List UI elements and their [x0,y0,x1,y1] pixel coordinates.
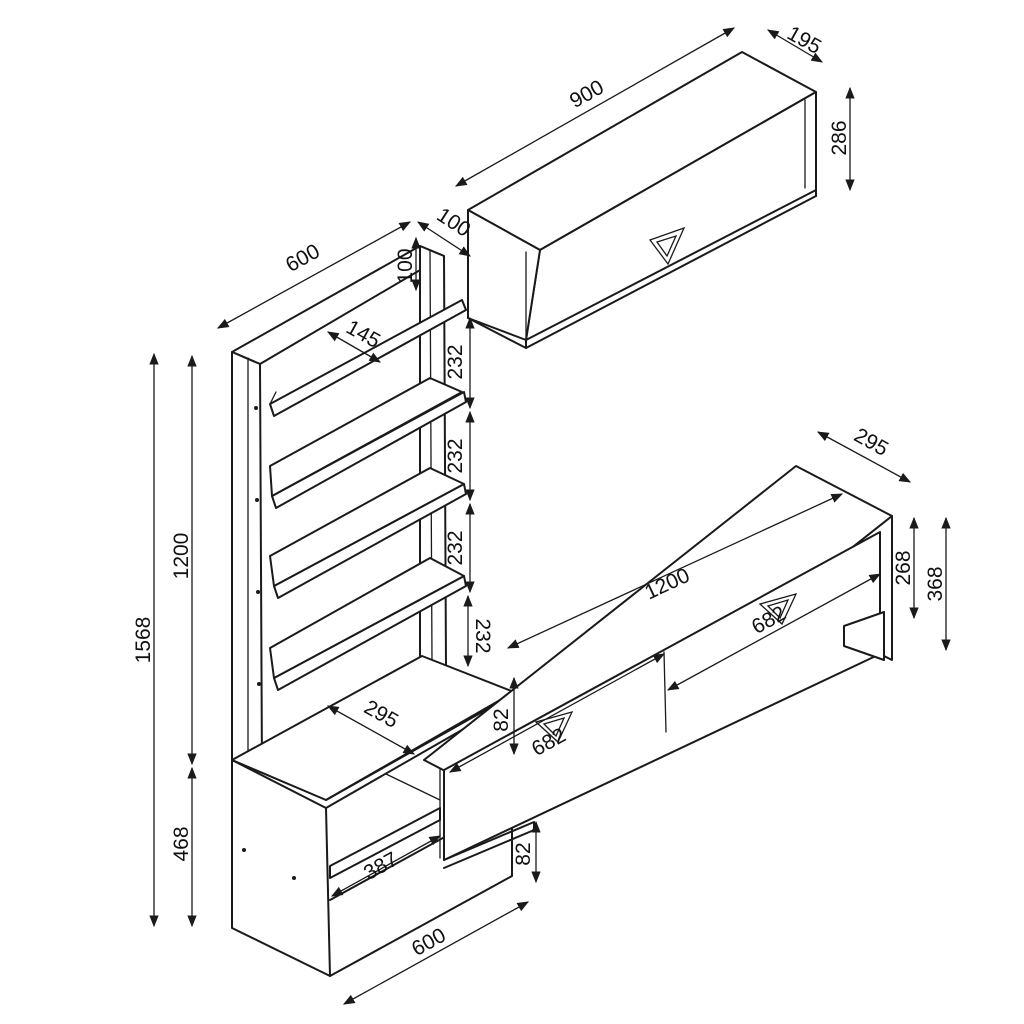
dim-shelf-unit-height: 1200 [170,533,193,580]
dim-shelf-spacing-4: 232 [471,618,494,653]
dim-tv-unit-leg-height-lower: 82 [512,842,535,865]
dimension-labels: 900 195 286 100 600 100 145 232 232 232 … [132,22,947,961]
dim-total-height: 1568 [132,617,155,664]
dim-top-cabinet-depth: 195 [783,22,825,59]
dim-tv-unit-leg-height: 82 [490,708,513,731]
dim-shelf-spacing-1: 232 [444,344,467,379]
dim-top-cabinet-width: 900 [566,76,608,113]
dim-shelf-spacing-2: 232 [444,438,467,473]
shelf-unit [231,245,467,773]
dim-shelf-unit-depth: 600 [282,240,324,277]
tv-unit [423,465,893,869]
dim-shelf-spacing-3: 232 [444,530,467,565]
dim-shelf-top-offset: 100 [394,248,417,283]
dim-top-cabinet-height: 286 [828,120,851,155]
dim-tv-unit-total-height: 368 [924,566,947,601]
top-wall-cabinet [467,51,817,349]
dim-tv-unit-front-height: 268 [892,550,915,585]
dimension-lines [149,27,951,1005]
dim-base-cabinet-height: 468 [170,826,193,861]
shelf-4 [269,557,467,691]
shelf-2 [269,377,467,509]
handle-icon [648,226,686,266]
dim-tv-unit-depth: 295 [850,424,892,461]
